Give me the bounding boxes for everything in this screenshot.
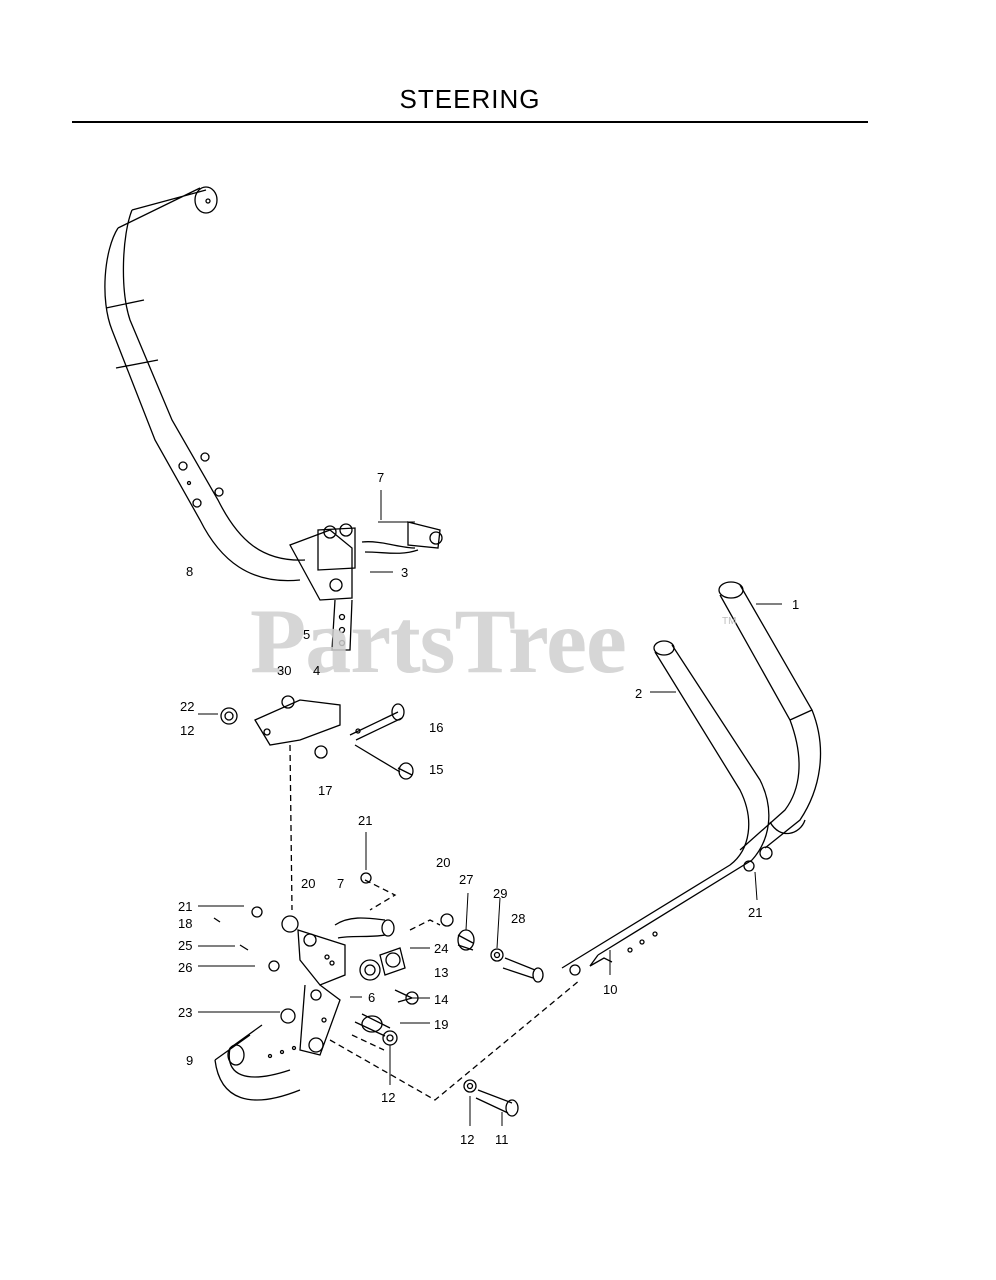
callout-label: 18 [178,916,193,931]
callout-label: 12 [381,1090,396,1105]
callout-label: 21 [358,813,373,828]
callout-label: 6 [368,990,376,1005]
callout-label: 19 [434,1017,449,1032]
callout-label: 8 [186,564,194,579]
callout-label: 12 [180,723,195,738]
callout-label: 13 [434,965,449,980]
dashed-leaders [289,744,581,1101]
callout-label: 22 [180,699,195,714]
callout-label: 20 [436,855,451,870]
page-title: STEERING [399,84,541,114]
callout-label: 11 [495,1132,509,1147]
callout-label: 21 [748,905,763,920]
callout-label: 4 [313,663,321,678]
callout-label: 30 [277,663,292,678]
callout-label: 16 [429,720,444,735]
callout-label: 25 [178,938,193,953]
callout-label: 24 [434,941,449,956]
callout-label: 17 [318,783,333,798]
callout-leaders [198,490,782,1126]
callout-label: 3 [401,565,409,580]
callout-label: 14 [434,992,449,1007]
callout-label: 21 [178,899,193,914]
watermark: PartsTree [250,590,627,692]
callout-label: 2 [635,686,643,701]
callout-label: 10 [603,982,618,997]
callout-label: 7 [377,470,385,485]
callout-label: 7 [337,876,345,891]
upper-bracket-assembly [289,521,443,651]
right-levers [561,581,822,976]
callout-label: 28 [511,911,526,926]
callout-label: 27 [459,872,474,887]
lower-assembly [213,872,544,1117]
title-rule [72,121,868,123]
left-steering-lever [104,186,306,582]
callout-label: 5 [303,627,311,642]
callout-label: 12 [460,1132,475,1147]
callout-label: 9 [186,1053,194,1068]
middle-bracket [220,695,414,780]
watermark-tm: TM [722,616,737,627]
callout-label: 1 [792,597,800,612]
callout-label: 20 [301,876,316,891]
callout-label: 23 [178,1005,193,1020]
callout-label: 15 [429,762,444,777]
callout-label: 26 [178,960,193,975]
callout-label: 29 [493,886,508,901]
